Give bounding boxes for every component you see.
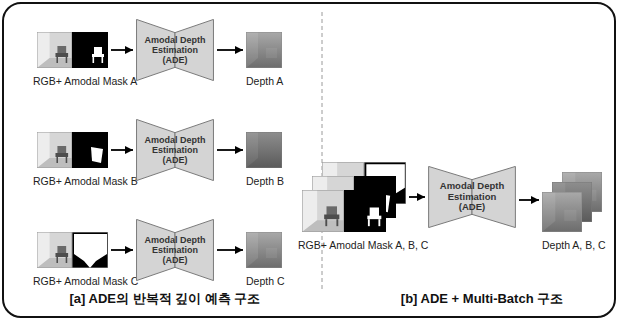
image-node: Depth B xyxy=(246,132,282,168)
rgb-image xyxy=(37,32,72,68)
flow-arrow xyxy=(111,249,133,251)
flow-arrow xyxy=(217,149,243,151)
depth-image xyxy=(542,192,582,232)
image-node: RGB+ Amodal Mask A xyxy=(37,32,108,68)
flow-arrow xyxy=(409,196,425,198)
flow-arrow xyxy=(519,199,539,201)
flow-arrow xyxy=(217,249,243,251)
flow-arrow xyxy=(217,49,243,51)
ade-label: Amodal Depth Estimation (ADE) xyxy=(141,35,209,65)
ade-block: Amodal Depth Estimation (ADE) xyxy=(136,19,214,81)
ade-text-wrap: Amodal Depth Estimation (ADE) xyxy=(136,119,214,181)
image-caption-wrap: RGB+ Amodal Mask A, B, C xyxy=(298,239,428,252)
flow-arrow xyxy=(111,149,133,151)
depth-image xyxy=(246,32,282,68)
image-caption: RGB+ Amodal Mask C xyxy=(33,275,138,288)
image-caption-wrap: RGB+ Amodal Mask A xyxy=(33,75,137,88)
image-node: RGB+ Amodal Mask C xyxy=(37,232,108,268)
depth-image xyxy=(246,232,282,268)
image-node: Depth C xyxy=(246,232,282,268)
image-node: Depth A xyxy=(246,32,282,68)
image-caption-wrap: RGB+ Amodal Mask B xyxy=(33,175,138,188)
ade-text-wrap: Amodal Depth Estimation (ADE) xyxy=(428,166,516,228)
mask-image xyxy=(344,190,386,232)
ade-block: Amodal Depth Estimation (ADE) xyxy=(428,166,516,228)
image-node: RGB+ Amodal Mask A, B, C xyxy=(302,162,406,232)
frame-border xyxy=(3,3,615,317)
mask-image xyxy=(72,32,108,68)
image-caption: Depth A xyxy=(246,75,283,88)
image-caption-wrap: Depth A, B, C xyxy=(542,239,606,252)
ade-block: Amodal Depth Estimation (ADE) xyxy=(136,119,214,181)
image-caption-wrap: Depth B xyxy=(246,175,284,188)
mask-image xyxy=(72,232,108,268)
ade-label: Amodal Depth Estimation (ADE) xyxy=(141,235,209,265)
rgb-image xyxy=(37,232,72,268)
rgb-image xyxy=(37,132,72,168)
flow-arrow xyxy=(111,49,133,51)
image-caption: RGB+ Amodal Mask B xyxy=(33,175,138,188)
ade-block: Amodal Depth Estimation (ADE) xyxy=(136,219,214,281)
section-caption: [b] ADE + Multi-Batch 구조 xyxy=(401,291,563,307)
image-caption: Depth B xyxy=(246,175,284,188)
rgb-image xyxy=(302,190,344,232)
ade-label: Amodal Depth Estimation (ADE) xyxy=(141,135,209,165)
image-caption: Depth C xyxy=(246,275,285,288)
depth-image xyxy=(246,132,282,168)
image-node: Depth A, B, C xyxy=(542,172,602,232)
ade-text-wrap: Amodal Depth Estimation (ADE) xyxy=(136,19,214,81)
image-caption-wrap: Depth A xyxy=(246,75,283,88)
image-caption-wrap: RGB+ Amodal Mask C xyxy=(33,275,138,288)
ade-label: Amodal Depth Estimation (ADE) xyxy=(434,181,510,213)
image-caption-wrap: Depth C xyxy=(246,275,285,288)
section-caption: [a] ADE의 반복적 깊이 예측 구조 xyxy=(70,291,261,307)
image-caption: Depth A, B, C xyxy=(542,239,606,252)
image-node: RGB+ Amodal Mask B xyxy=(37,132,108,168)
ade-text-wrap: Amodal Depth Estimation (ADE) xyxy=(136,219,214,281)
mask-image xyxy=(72,132,108,168)
image-caption: RGB+ Amodal Mask A, B, C xyxy=(298,239,428,252)
image-caption: RGB+ Amodal Mask A xyxy=(33,75,137,88)
